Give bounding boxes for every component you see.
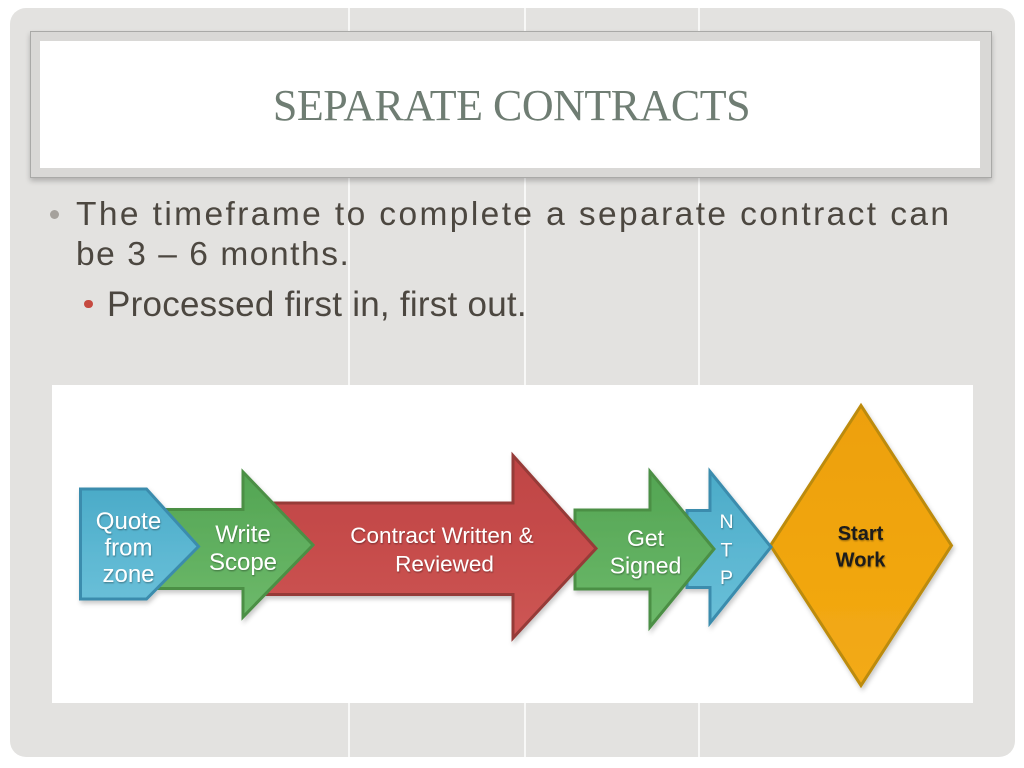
svg-text:zone: zone — [102, 561, 154, 588]
svg-text:Quote: Quote — [96, 508, 161, 535]
svg-text:Signed: Signed — [610, 553, 682, 579]
svg-text:T: T — [721, 540, 733, 562]
svg-text:Contract Written &: Contract Written & — [350, 523, 533, 548]
svg-text:Scope: Scope — [209, 549, 277, 576]
svg-text:from: from — [105, 535, 153, 562]
svg-text:N: N — [719, 511, 733, 533]
svg-text:Write: Write — [215, 521, 271, 548]
svg-text:Reviewed: Reviewed — [395, 552, 494, 577]
svg-text:Work: Work — [836, 550, 887, 572]
svg-text:Start: Start — [838, 523, 884, 545]
svg-text:P: P — [720, 567, 733, 589]
svg-text:Get: Get — [627, 525, 665, 551]
